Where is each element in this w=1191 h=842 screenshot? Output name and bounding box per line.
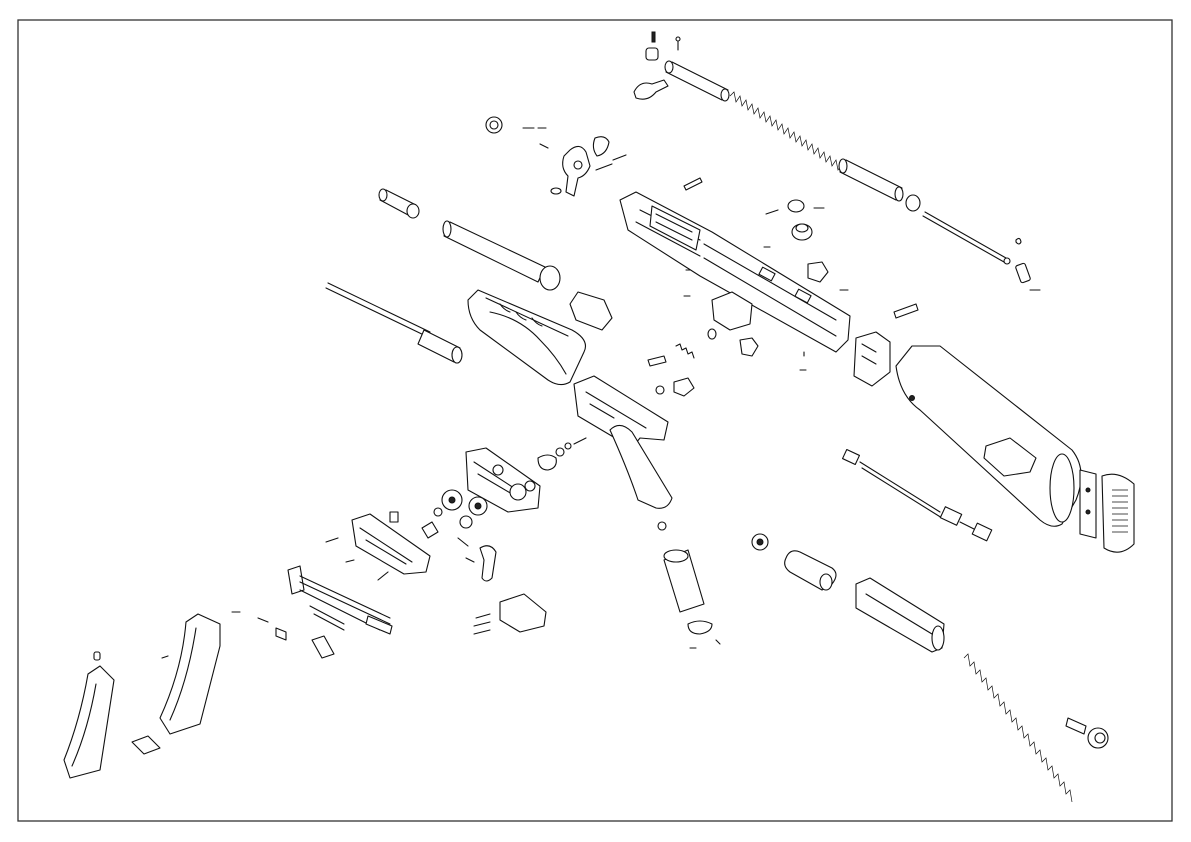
trigger bbox=[465, 545, 497, 582]
trigger-spring-parts bbox=[537, 437, 587, 471]
battery-pack bbox=[751, 533, 837, 591]
barrel-extension bbox=[378, 188, 420, 219]
gearbox-half bbox=[465, 447, 541, 513]
handguard bbox=[467, 289, 587, 386]
front-sight-assembly bbox=[550, 136, 627, 197]
upper-receiver bbox=[619, 191, 851, 353]
recoil-guide-tube bbox=[838, 158, 1011, 265]
spring-guide-bolt bbox=[1065, 717, 1109, 749]
stock-wiring bbox=[841, 448, 993, 542]
bracket-parts bbox=[231, 593, 547, 659]
top-pin-part bbox=[645, 31, 681, 61]
outer-barrel bbox=[442, 220, 613, 331]
rear-sight-drum bbox=[683, 199, 849, 297]
cylinder-head-and-piston bbox=[325, 511, 431, 581]
spring-guide-group bbox=[287, 565, 393, 635]
page-border bbox=[17, 19, 1173, 822]
flash-hider-nut bbox=[485, 116, 549, 149]
receiver-pin bbox=[683, 177, 919, 319]
butt-plate bbox=[1079, 469, 1097, 539]
recoil-spring bbox=[729, 91, 845, 175]
main-spring bbox=[963, 653, 1073, 803]
magazine-medium bbox=[131, 613, 221, 755]
selector-parts bbox=[647, 328, 807, 397]
cocking-handle bbox=[633, 79, 669, 100]
motor bbox=[657, 521, 721, 649]
charging-tube bbox=[664, 60, 730, 102]
lower-handguard bbox=[855, 577, 945, 653]
magazine-large bbox=[63, 651, 115, 779]
small-hardware-top-right bbox=[1015, 237, 1041, 291]
buttstock bbox=[895, 345, 1082, 527]
lower-receiver bbox=[573, 375, 673, 509]
butt-pad bbox=[1101, 473, 1135, 553]
stock-adapter bbox=[853, 331, 891, 387]
inner-barrel bbox=[325, 282, 463, 364]
gear-set bbox=[421, 489, 488, 547]
